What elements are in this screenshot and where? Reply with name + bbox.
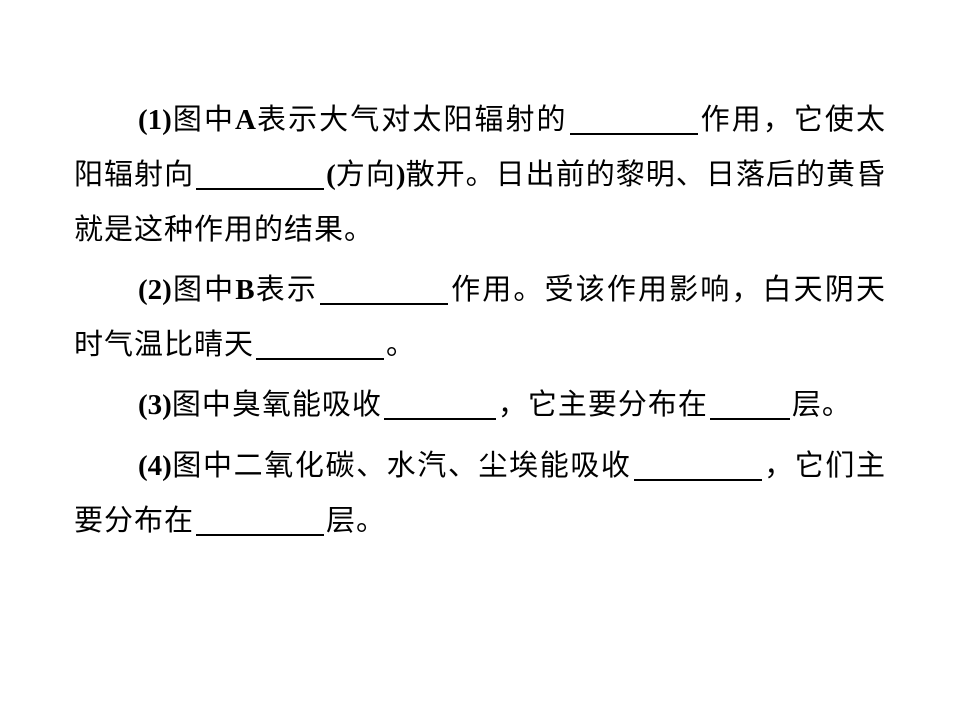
question-3: (3)图中臭氧能吸收 ，它主要分布在 层。 xyxy=(74,377,886,432)
question-text: 图中 xyxy=(171,272,236,306)
question-text: ，它们主要分布在 xyxy=(74,448,886,537)
question-number: (3) xyxy=(138,389,172,421)
question-text: 图中臭氧能吸收 xyxy=(171,387,382,421)
question-text: 表示大气对太阳辐射的 xyxy=(255,102,568,136)
question-text: 作用，它使太阳辐射向 xyxy=(74,102,886,191)
question-text: 方向 xyxy=(335,157,396,191)
answer-blank[interactable] xyxy=(196,504,325,536)
question-number: (1) xyxy=(138,104,172,136)
answer-blank[interactable] xyxy=(383,388,496,420)
question-text: 。 xyxy=(386,327,417,361)
paren-open: ( xyxy=(326,159,336,191)
answer-blank[interactable] xyxy=(196,158,325,190)
question-text: 图中 xyxy=(171,102,236,136)
answer-blank[interactable] xyxy=(569,103,698,135)
answer-blank[interactable] xyxy=(320,273,449,305)
answer-blank[interactable] xyxy=(709,388,790,420)
question-text: 层。 xyxy=(326,503,387,537)
question-number: (4) xyxy=(138,450,172,482)
question-text: 图中二氧化碳、水汽、尘埃能吸收 xyxy=(171,448,632,482)
question-text: 表示 xyxy=(254,272,319,306)
answer-blank[interactable] xyxy=(256,328,385,360)
answer-blank[interactable] xyxy=(633,449,762,481)
question-2: (2)图中B表示作用。受该作用影响，白天阴天时气温比晴天。 xyxy=(74,262,886,371)
question-text: 层。 xyxy=(791,387,852,421)
question-1: (1)图中A表示大气对太阳辐射的作用，它使太阳辐射向(方向)散开。日出前的黎明、… xyxy=(74,92,886,256)
question-text: ，它主要分布在 xyxy=(497,387,708,421)
question-number: (2) xyxy=(138,274,172,306)
question-list: (1)图中A表示大气对太阳辐射的作用，它使太阳辐射向(方向)散开。日出前的黎明、… xyxy=(74,92,886,553)
label-a: A xyxy=(235,104,256,136)
question-text: 作用。受该作用影响，白天阴天时气温比晴天 xyxy=(74,272,886,361)
paren-close: ) xyxy=(395,159,406,191)
question-text: 散开。日出前的黎明、日落后的黄昏就是这种作用的结果。 xyxy=(74,157,886,246)
question-4: (4)图中二氧化碳、水汽、尘埃能吸收，它们主要分布在层。 xyxy=(74,438,886,547)
label-b: B xyxy=(235,274,255,306)
